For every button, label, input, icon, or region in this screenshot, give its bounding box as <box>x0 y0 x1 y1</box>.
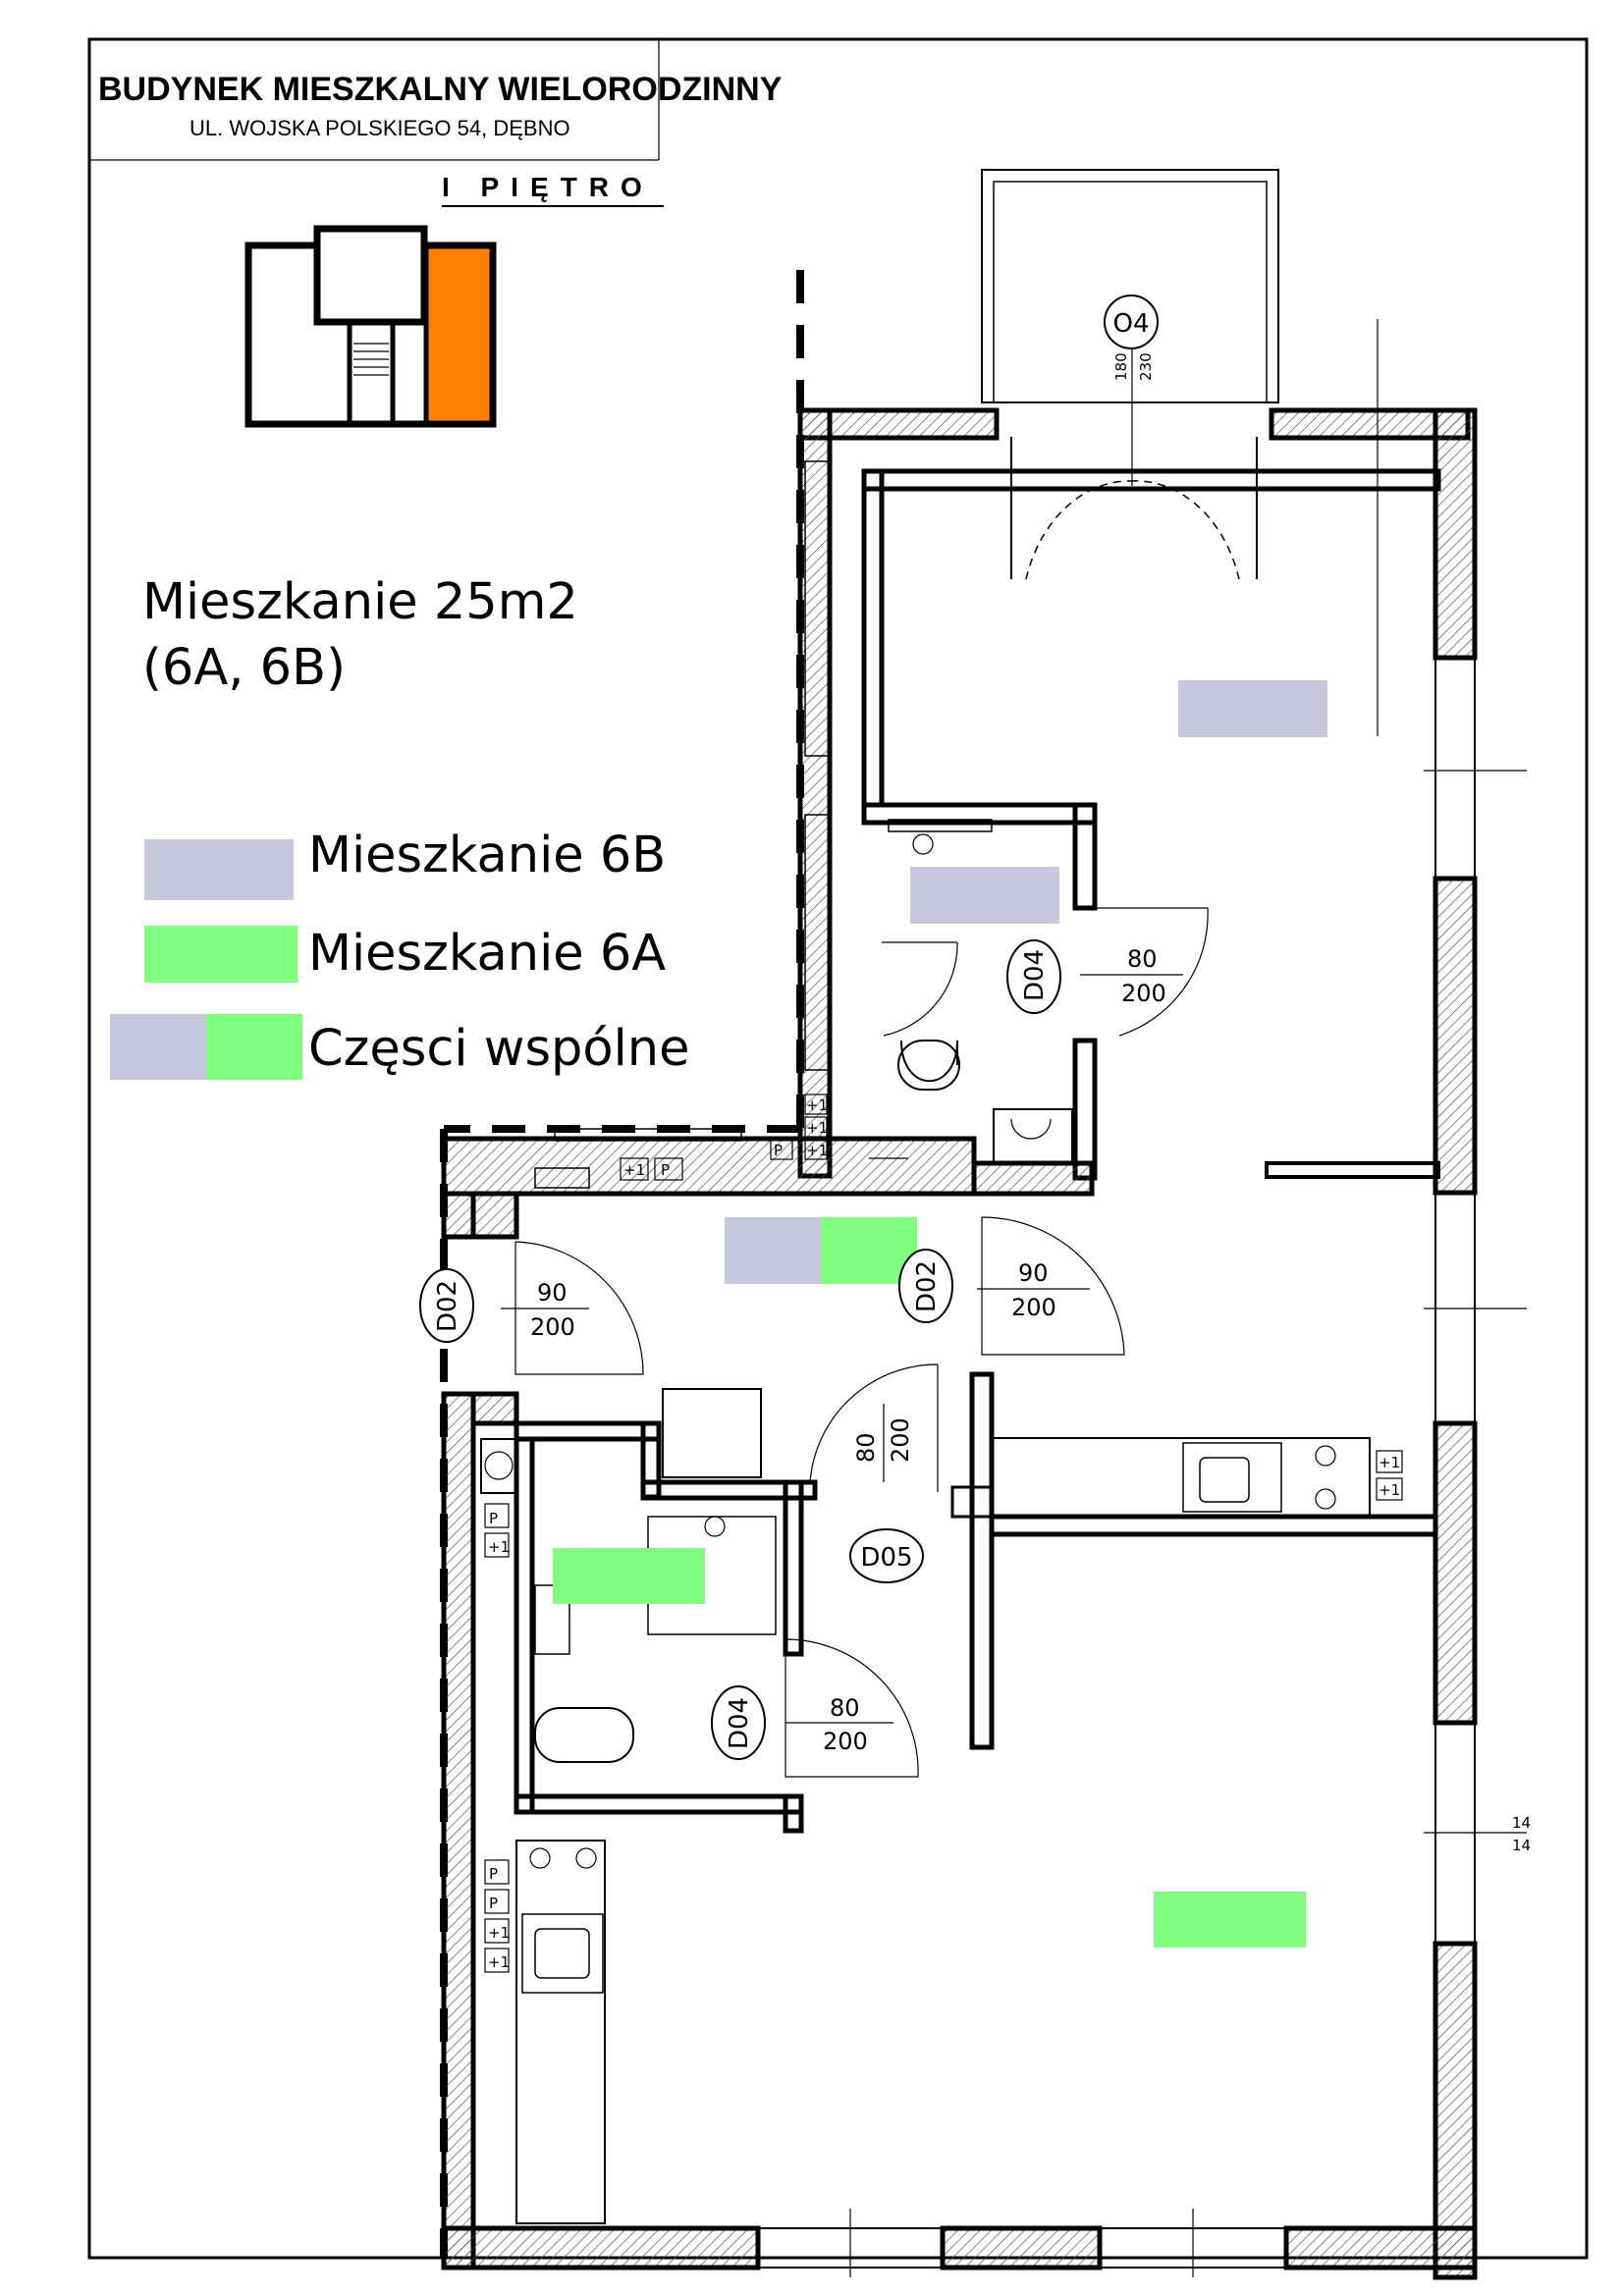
area-6b-bath <box>910 867 1059 924</box>
area-markers <box>553 680 1327 1948</box>
balcony <box>981 169 1379 736</box>
marker-vent-6: +1 <box>806 1096 828 1114</box>
door-tag-d05: D05 80 200 <box>849 1404 924 1583</box>
door-height: 200 <box>887 1417 914 1463</box>
building-address: UL. WOJSKA POLSKIEGO 54, DĘBNO <box>189 116 570 140</box>
balcony-door <box>1010 437 1258 580</box>
marker-parking-2: P <box>489 1865 498 1883</box>
marker-vent-1: +1 <box>488 1538 510 1556</box>
door-width: 80 <box>852 1432 880 1463</box>
marker-vent-7: +1 <box>806 1119 828 1137</box>
window-tag: O4 180 230 <box>1104 294 1159 381</box>
common-fixtures <box>534 460 908 1189</box>
door-width: 90 <box>1018 1259 1049 1287</box>
door-width: 80 <box>830 1694 860 1722</box>
title-block: BUDYNEK MIESZKALNY WIELORODZINNY UL. WOJ… <box>89 39 783 207</box>
fixtures: P +1 P P +1 +1 +1 +1 +1 +1 +1 P +1 P <box>480 819 1403 2224</box>
window-width: 180 <box>1112 352 1130 381</box>
key-plan <box>244 225 497 428</box>
area-6b-living <box>1178 680 1327 737</box>
marker-parking-1: P <box>489 1510 498 1527</box>
floor-label: I PIĘTRO <box>442 172 654 202</box>
marker-parking-3: P <box>489 1895 498 1912</box>
marker-vent-4: +1 <box>1379 1454 1400 1471</box>
apartment-units: (6A, 6B) <box>142 639 346 697</box>
door-height: 200 <box>1011 1294 1056 1321</box>
highlighted-unit <box>426 247 493 424</box>
door-tag-d02-left: D02 90 200 <box>419 1268 589 1343</box>
door-height: 200 <box>823 1728 868 1755</box>
door-tag-d04-upper: D04 80 200 <box>1006 939 1183 1014</box>
door-height: 200 <box>1121 980 1166 1007</box>
door-height: 200 <box>530 1313 575 1341</box>
building-title: BUDYNEK MIESZKALNY WIELORODZINNY <box>98 71 783 108</box>
edge-label-1: 14 <box>1512 1814 1531 1832</box>
legend-swatch-6b <box>144 839 294 900</box>
legend-swatch-common-6a <box>206 1014 302 1080</box>
area-6a-living <box>1154 1892 1306 1948</box>
door-tags: D04 80 200 D02 90 200 D02 90 200 D05 80 … <box>419 939 1183 1760</box>
legend-label-common: Częsci wspólne <box>308 1020 689 1078</box>
door-code: D04 <box>1020 949 1050 1001</box>
marker-vent-8: +1 <box>806 1142 828 1159</box>
door-swings <box>514 907 1209 1778</box>
marker-vent-3: +1 <box>488 1953 510 1971</box>
legend-label-6a: Mieszkanie 6A <box>308 925 666 983</box>
marker-parking-5: P <box>661 1161 670 1179</box>
door-tag-d02-right: D02 90 200 <box>898 1249 1090 1323</box>
legend-swatch-common-6b <box>110 1014 206 1080</box>
door-tag-d04-lower: D04 80 200 <box>711 1685 893 1760</box>
facade-windows: 14 14 <box>757 657 1531 2277</box>
window-height: 230 <box>1137 352 1155 381</box>
door-code: D05 <box>860 1543 912 1573</box>
legend-label-6b: Mieszkanie 6B <box>308 827 666 884</box>
page-frame <box>87 37 1589 2260</box>
area-6a-bath <box>553 1548 705 1604</box>
legend-swatch-6a <box>144 926 298 983</box>
door-width: 80 <box>1127 945 1158 973</box>
marker-vent-5: +1 <box>1379 1481 1400 1499</box>
marker-vent-9: +1 <box>623 1161 645 1179</box>
marker-vent-2: +1 <box>488 1924 510 1942</box>
door-code: D04 <box>725 1697 754 1749</box>
window-code: O4 <box>1112 309 1149 339</box>
edge-label-2: 14 <box>1512 1837 1531 1854</box>
door-code: D02 <box>912 1260 942 1312</box>
apartment-name: Mieszkanie 25m2 <box>142 573 578 631</box>
door-width: 90 <box>537 1279 568 1307</box>
door-code: D02 <box>433 1280 462 1332</box>
marker-parking-4: P <box>774 1142 783 1159</box>
legend: Mieszkanie 6B Mieszkanie 6A Częsci wspól… <box>110 827 689 1080</box>
area-common-6b <box>725 1217 821 1284</box>
